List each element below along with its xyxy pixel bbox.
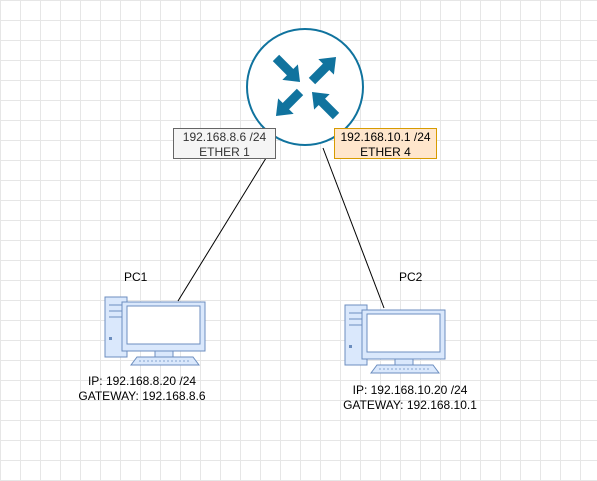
ether4-ip: 192.168.10.1 /24: [340, 130, 431, 144]
pc2-ip-address: IP: 192.168.10.20 /24: [352, 383, 468, 397]
ether4-interface-label[interactable]: 192.168.10.1 /24 ETHER 4: [334, 128, 437, 159]
ether4-name: ETHER 4: [360, 145, 411, 159]
pc1-ip-address: IP: 192.168.8.20 /24: [87, 374, 197, 388]
pc2-label: PC2: [399, 270, 423, 284]
pc2-desktop-computer-icon[interactable]: [344, 304, 446, 374]
pc1-gateway: GATEWAY: 192.168.8.6: [78, 389, 206, 403]
router-icon[interactable]: [246, 28, 364, 146]
pc1-label: PC1: [124, 270, 148, 284]
link-pc1-router[interactable]: [177, 149, 272, 302]
ether1-ip: 192.168.8.6 /24: [182, 130, 267, 144]
arrow-in-bottom-right-icon: [311, 91, 340, 120]
link-pc2-router[interactable]: [322, 147, 385, 309]
arrow-out-top-right-icon: [308, 56, 337, 85]
arrow-in-top-left-icon: [272, 54, 301, 83]
ether1-name: ETHER 1: [199, 145, 250, 159]
pc1-desktop-computer-icon[interactable]: [104, 296, 206, 366]
arrow-out-bottom-left-icon: [275, 88, 304, 117]
pc2-gateway: GATEWAY: 192.168.10.1: [343, 398, 477, 412]
ether1-interface-label[interactable]: 192.168.8.6 /24 ETHER 1: [173, 128, 276, 159]
